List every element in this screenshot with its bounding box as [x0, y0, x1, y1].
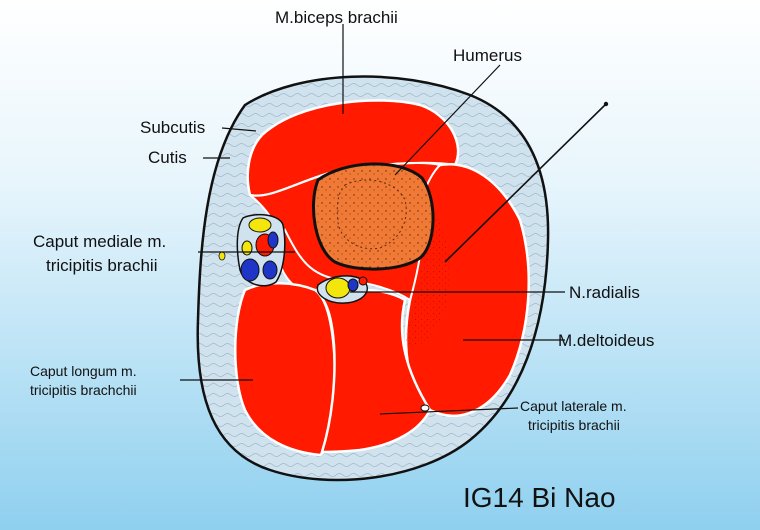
- label-biceps: M.biceps brachii: [275, 8, 398, 27]
- deltoid-shading: [405, 210, 450, 347]
- muscle-caput-laterale: [317, 288, 432, 454]
- radial-neurovascular-bundle: [316, 275, 368, 304]
- label-caput-longum-line1: Caput longum m.: [30, 363, 137, 379]
- humerus-marrow: [336, 179, 407, 250]
- label-caput-mediale-line2: tricipitis brachii: [46, 256, 157, 275]
- acupuncture-needle: [444, 103, 607, 263]
- needle-tip-icon: [603, 101, 609, 107]
- label-caput-mediale-line1: Caput mediale m.: [33, 232, 166, 251]
- label-subcutis: Subcutis: [140, 118, 205, 137]
- label-n-radialis: N.radialis: [569, 283, 640, 302]
- leader-lines: [180, 24, 565, 415]
- figure-title: IG14 Bi Nao: [463, 482, 616, 513]
- label-cutis: Cutis: [148, 148, 187, 167]
- label-deltoideus: M.deltoideus: [558, 331, 654, 350]
- subcutaneous-vessel: [420, 404, 430, 412]
- label-caput-laterale-line2: tricipitis brachii: [528, 417, 620, 433]
- label-caput-laterale-line1: Caput laterale m.: [520, 398, 627, 414]
- label-caput-longum-line2: tricipitis brachchii: [30, 382, 137, 398]
- label-humerus: Humerus: [453, 46, 522, 65]
- humerus-bone: [311, 162, 435, 271]
